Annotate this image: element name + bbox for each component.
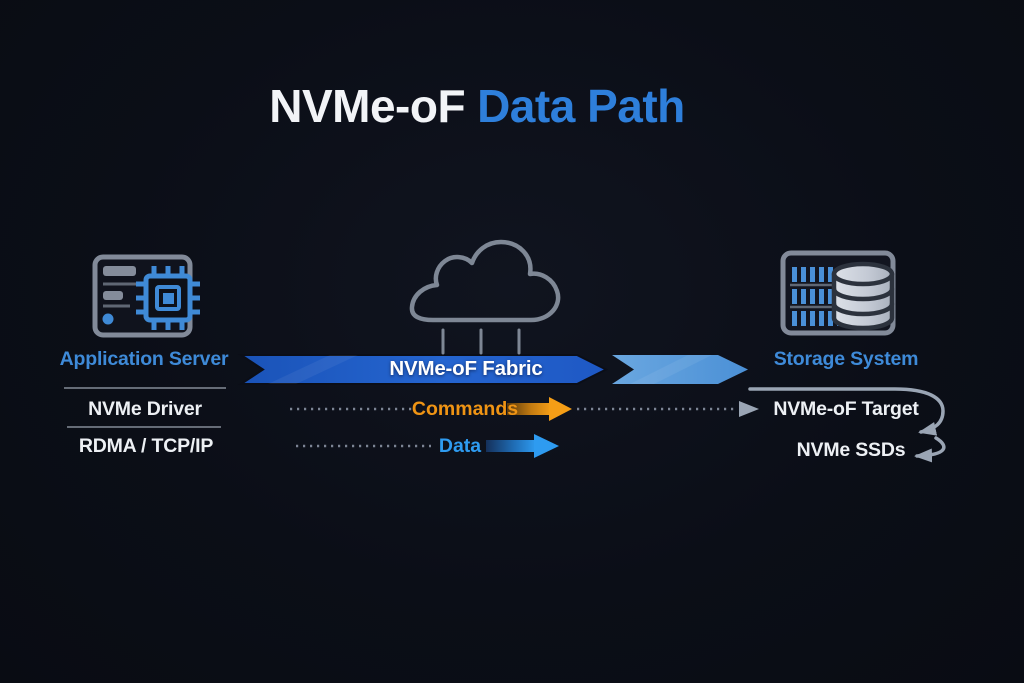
application-server-icon [92,254,200,338]
data-flow-label: Data [438,435,482,457]
curved-return-arrow-icon [748,387,946,463]
target-arrowhead-icon [739,401,759,417]
fabric-arrow-dark-segment [237,354,609,385]
rdma-tcpip-label: RDMA / TCP/IP [78,435,214,457]
nvme-driver-label: NVMe Driver [88,398,202,420]
commands-arrow-icon [507,397,572,421]
storage-system-icon [780,250,896,336]
nvme-of-target-label: NVMe-oF Target [773,398,919,420]
ssds-return-arrow [914,436,946,463]
storage-system-label: Storage System [773,348,919,370]
fabric-arrow-light-streak [630,355,712,384]
fabric-arrow [237,354,748,385]
data-arrow-icon [486,434,559,458]
fabric-arrow-dark-streak [268,355,358,384]
commands-flow-label: Commands [411,398,519,420]
fabric-arrow-light-segment [612,355,748,384]
database-cylinder-icon [831,261,895,331]
fabric-label: NVMe-oF Fabric [389,357,543,380]
page-title-highlight: Data Path [477,80,685,132]
target-to-ssds-arrow [748,387,945,436]
application-server-label: Application Server [59,348,229,370]
nvme-ssds-label: NVMe SSDs [796,439,906,461]
cpu-chip-icon [136,266,200,330]
page-title-prefix: NVMe-oF [269,80,466,132]
cloud-icon [409,239,561,355]
